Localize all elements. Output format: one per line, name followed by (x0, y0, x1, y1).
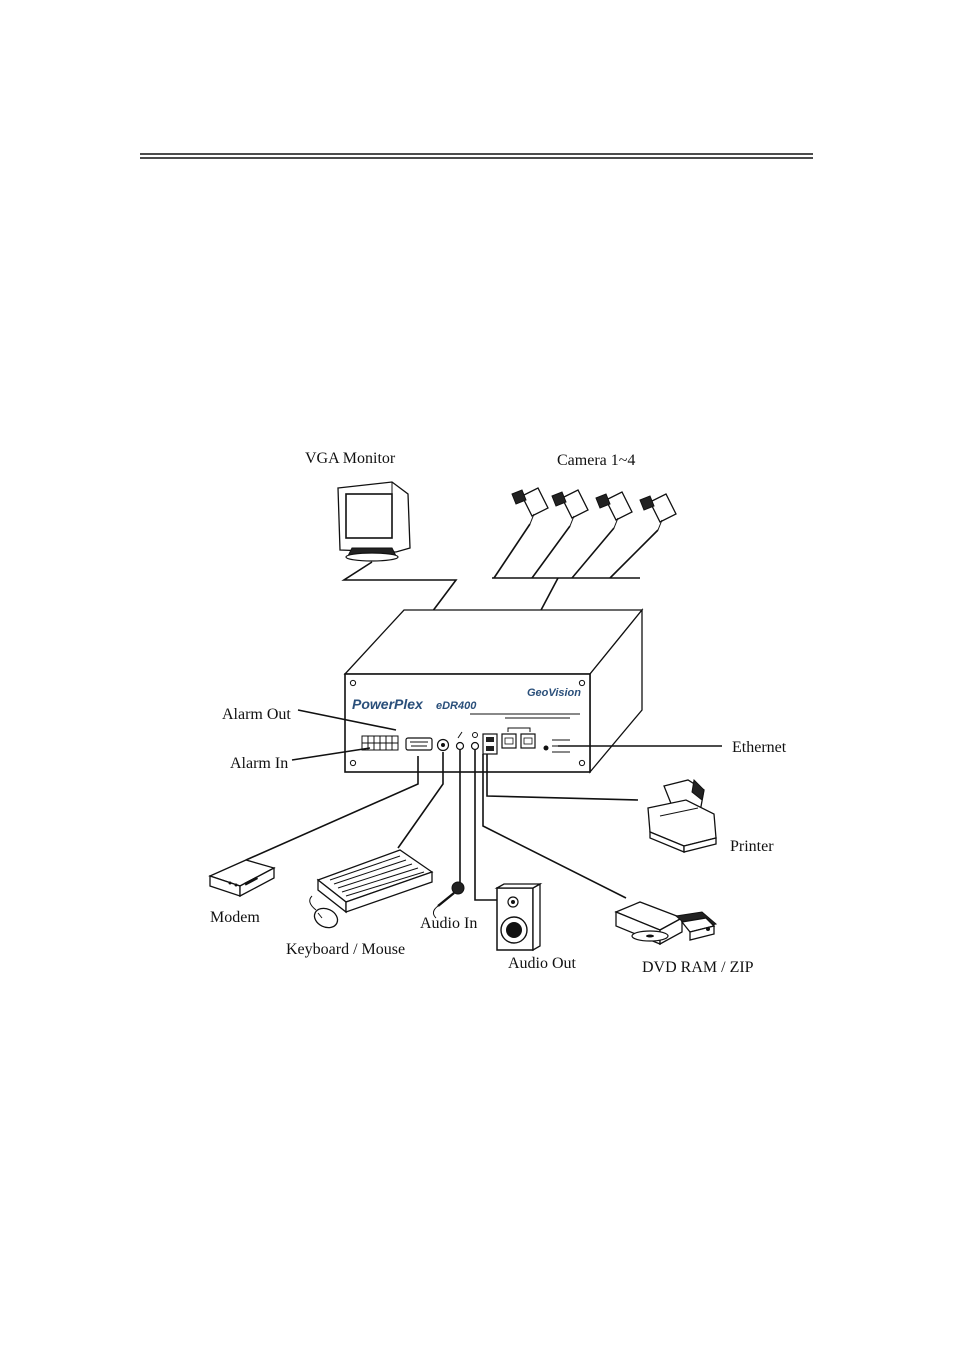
printer-label: Printer (730, 838, 774, 855)
dvr-brand: PowerPlex (352, 696, 424, 712)
vga-monitor-label: VGA Monitor (305, 450, 396, 467)
dvd-drive-icon (616, 902, 682, 944)
camera-icon (552, 490, 588, 526)
modem-icon (210, 860, 274, 896)
dvr-model: eDR400 (436, 700, 477, 712)
camera-label: Camera 1~4 (557, 452, 635, 469)
vga-cable (344, 562, 456, 612)
ethernet-label: Ethernet (732, 739, 787, 756)
alarm-in-label: Alarm In (230, 755, 288, 772)
dvr-unit: PowerPlex eDR400 GeoVision (345, 610, 642, 772)
printer-icon (648, 780, 716, 852)
ps2-port (438, 740, 449, 751)
speaker-icon (497, 884, 540, 950)
dvr-maker-logo: GeoVision (527, 687, 581, 699)
keyboard-mouse-label: Keyboard / Mouse (286, 941, 405, 958)
camera-icon (512, 488, 548, 524)
vga-monitor-icon (338, 482, 410, 561)
keyboard-icon (318, 850, 432, 912)
dvd-ram-zip-label: DVD RAM / ZIP (642, 959, 754, 976)
modem-label: Modem (210, 909, 260, 926)
alarm-out-label: Alarm Out (222, 706, 291, 723)
usb-ports (483, 734, 497, 754)
camera-cables (492, 524, 658, 612)
audio-out-label: Audio Out (508, 955, 577, 972)
camera-icon (640, 494, 676, 530)
camera-icon (596, 492, 632, 528)
dvd-cable (483, 754, 626, 898)
camera-icons (512, 488, 676, 530)
header-rule (140, 154, 813, 158)
microphone-icon (433, 882, 464, 918)
serial-port (406, 738, 432, 750)
audio-in-label: Audio In (420, 915, 477, 932)
